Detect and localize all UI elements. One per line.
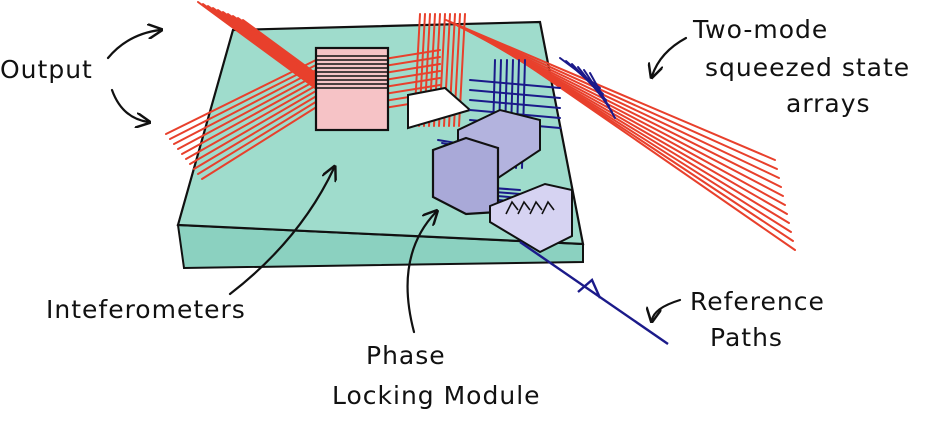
output-arrow-upper <box>108 30 160 58</box>
output-label: Output <box>0 55 93 84</box>
interferometer-block <box>316 48 388 130</box>
phase-label-line1: Phase <box>366 341 446 370</box>
module-cube-front <box>433 138 498 214</box>
squeezed-label-line3: arrays <box>786 89 871 118</box>
reference-arrow <box>652 300 680 320</box>
reference-path-line <box>520 242 668 344</box>
squeezed-label-line2: squeezed state <box>705 53 910 82</box>
reference-label-line2: Paths <box>710 323 783 352</box>
squeezed-label-line1: Two-mode <box>692 15 828 44</box>
squeezed-arrow <box>652 38 686 76</box>
output-arrow-lower <box>112 90 148 122</box>
reference-label-line1: Reference <box>690 287 825 316</box>
phase-label-line2: Locking Module <box>332 381 541 410</box>
interferometers-label: Inteferometers <box>46 295 246 324</box>
